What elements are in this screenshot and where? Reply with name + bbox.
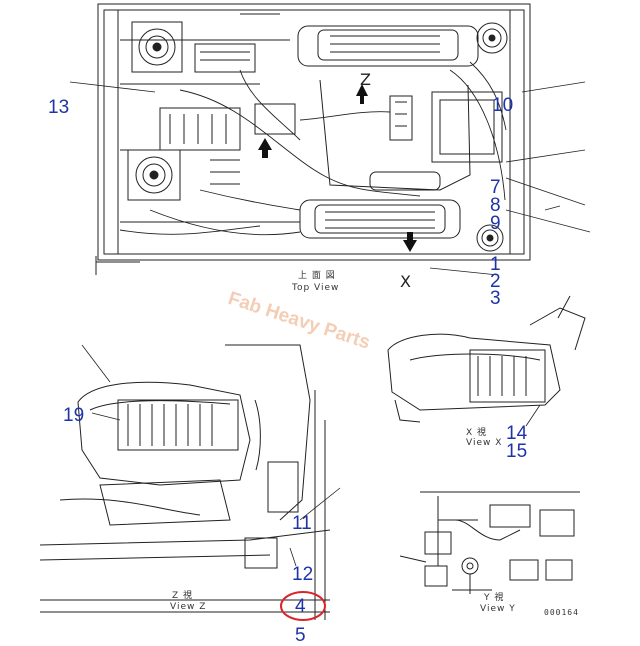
- callout-1: 1: [490, 254, 501, 275]
- view-z-caption: View Z: [170, 602, 207, 612]
- view-arrows: [258, 84, 417, 252]
- upper-harness-assembly: [194, 25, 479, 73]
- view-y-caption: View Y: [480, 604, 516, 614]
- controller-unit: [389, 91, 503, 163]
- callout-11: 11: [292, 513, 312, 534]
- seat-center-outline: [319, 79, 471, 191]
- highlight-circle: [280, 591, 326, 621]
- callout-8: 8: [490, 195, 501, 216]
- top-view-caption-jp: 上 面 図: [298, 271, 336, 281]
- view-y-drawing: [399, 491, 580, 594]
- view-z-caption-jp: Z 視: [172, 591, 194, 601]
- speaker-bottom-right: [476, 224, 504, 252]
- speaker-top-right: [476, 22, 508, 54]
- callout-2: 2: [490, 271, 501, 292]
- callout-13: 13: [48, 97, 70, 118]
- view-z-drawing: [39, 344, 331, 620]
- callout-5: 5: [295, 625, 306, 646]
- callout-15: 15: [506, 441, 528, 462]
- view-z-marker: Z: [360, 70, 371, 89]
- callout-19: 19: [63, 405, 85, 426]
- callout-14: 14: [506, 423, 528, 444]
- callout-9: 9: [490, 213, 501, 234]
- callout-3: 3: [490, 288, 501, 309]
- wire-harness-lines: [119, 61, 507, 236]
- view-x-caption: View X: [466, 438, 503, 448]
- view-x-caption-jp: X 視: [466, 428, 488, 438]
- leader-lines-z: [81, 344, 341, 567]
- callout-7: 7: [490, 177, 501, 198]
- top-view-frame: [95, 3, 531, 275]
- relay-block: [159, 103, 296, 151]
- callout-4: 4: [295, 596, 306, 617]
- callout-12: 12: [292, 564, 314, 585]
- leader-lines-x-y: [525, 404, 541, 427]
- speaker-bottom-left: [127, 149, 181, 201]
- leader-lines-top: [69, 81, 591, 276]
- view-x-drawing: [387, 295, 586, 423]
- lower-harness-assembly: [299, 199, 461, 239]
- view-y-caption-jp: Y 視: [484, 593, 505, 603]
- top-view-caption: Top View: [292, 283, 340, 293]
- view-x-marker: X: [400, 272, 411, 291]
- callout-10: 10: [492, 95, 514, 116]
- part-number: 000164: [544, 608, 579, 617]
- speaker-top-left: [131, 21, 183, 73]
